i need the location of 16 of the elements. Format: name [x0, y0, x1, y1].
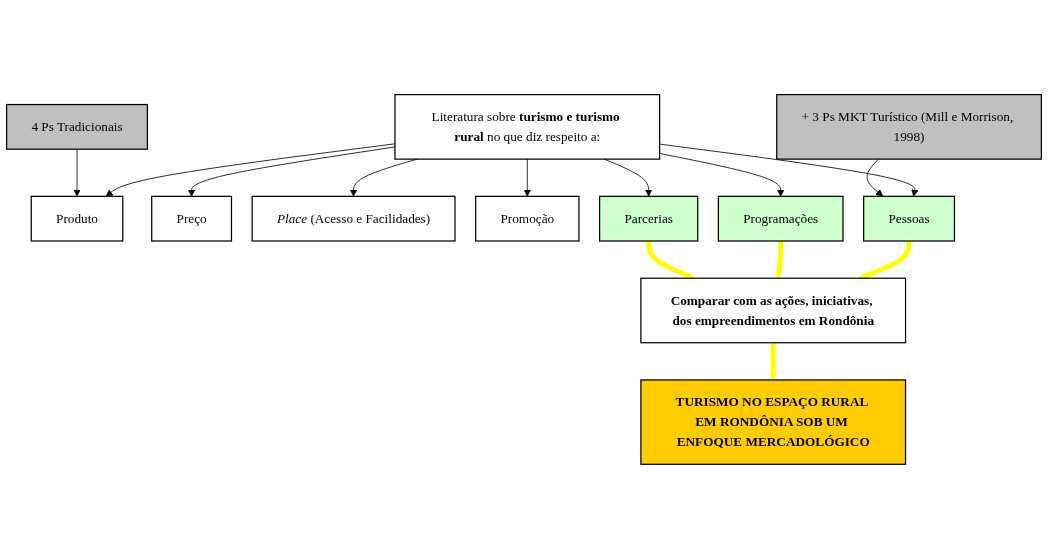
- node-box: TURISMO NO ESPAÇO RURAL EM RONDÔNIA SOB UM ENFOQUE MERCADOLÓGICO: [640, 378, 907, 465]
- arrow: [646, 240, 695, 279]
- node-box: Produto: [30, 195, 124, 242]
- node-box: Parcerias: [599, 195, 699, 242]
- node-box: Preço: [151, 195, 233, 242]
- node-box: 4 Ps Tradicionais: [6, 103, 149, 150]
- arrow: [859, 240, 912, 279]
- arrow: [769, 342, 777, 380]
- node-box: Place (Acesso e Facilidades): [251, 195, 456, 242]
- node-box: Literatura sobre turismo e turismo rural no que diz respeito a:: [394, 93, 661, 160]
- node-box: + 3 Ps MKT Turístico (Mill e Morrison, 1998): [776, 93, 1042, 160]
- node-box: Comparar com as ações, iniciativas, dos empreendimentos em Rondônia: [640, 277, 907, 343]
- node-box: Pessoas: [863, 195, 956, 242]
- arrow: [775, 240, 784, 279]
- node-box: Programações: [717, 195, 844, 242]
- node-box: Promoção: [475, 195, 580, 242]
